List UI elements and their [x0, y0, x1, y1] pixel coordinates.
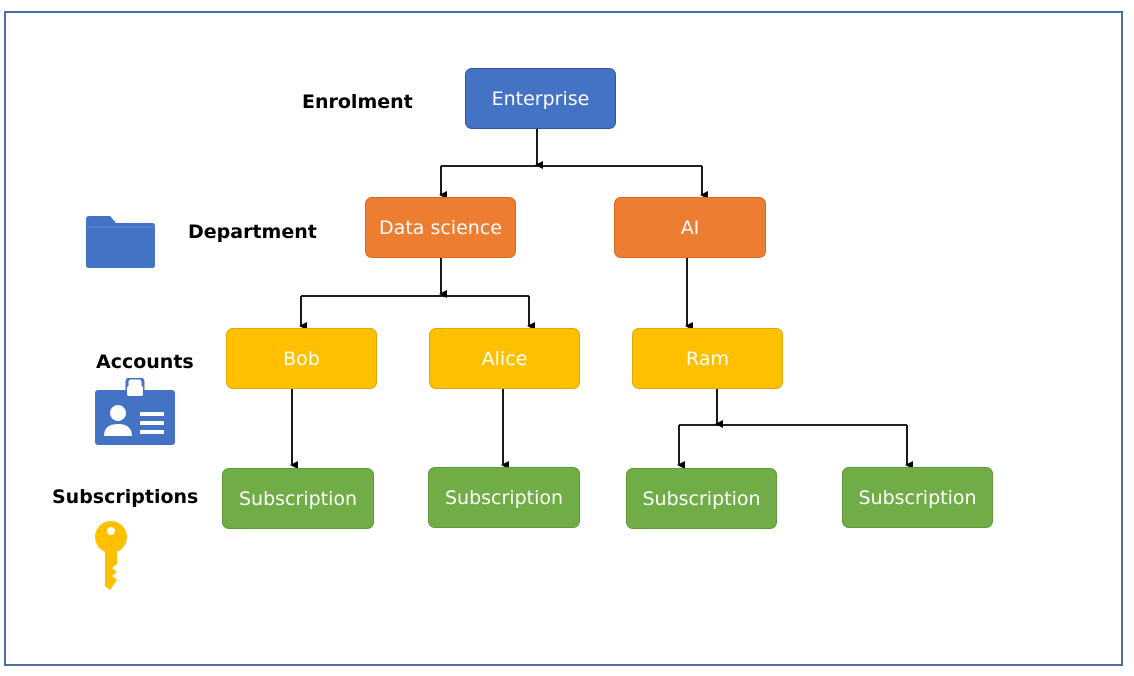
level-label-subscriptions: Subscriptions: [52, 486, 199, 508]
node-enterprise[interactable]: Enterprise: [465, 68, 616, 129]
node-subscription-bob[interactable]: Subscription: [222, 468, 374, 529]
node-subscription-alice[interactable]: Subscription: [428, 467, 580, 528]
node-ai[interactable]: AI: [614, 197, 766, 258]
diagram-frame: [4, 11, 1123, 666]
key-icon: [95, 521, 127, 590]
level-label-department: Department: [188, 221, 317, 243]
node-alice[interactable]: Alice: [429, 328, 580, 389]
node-data-science[interactable]: Data science: [365, 197, 516, 258]
level-label-accounts: Accounts: [96, 351, 194, 373]
id-badge-icon: [95, 378, 175, 445]
level-label-enrolment: Enrolment: [302, 91, 413, 113]
node-bob[interactable]: Bob: [226, 328, 377, 389]
folder-icon: [86, 216, 155, 268]
node-subscription-ram-2[interactable]: Subscription: [842, 467, 993, 528]
node-ram[interactable]: Ram: [632, 328, 783, 389]
node-subscription-ram-1[interactable]: Subscription: [626, 468, 777, 529]
